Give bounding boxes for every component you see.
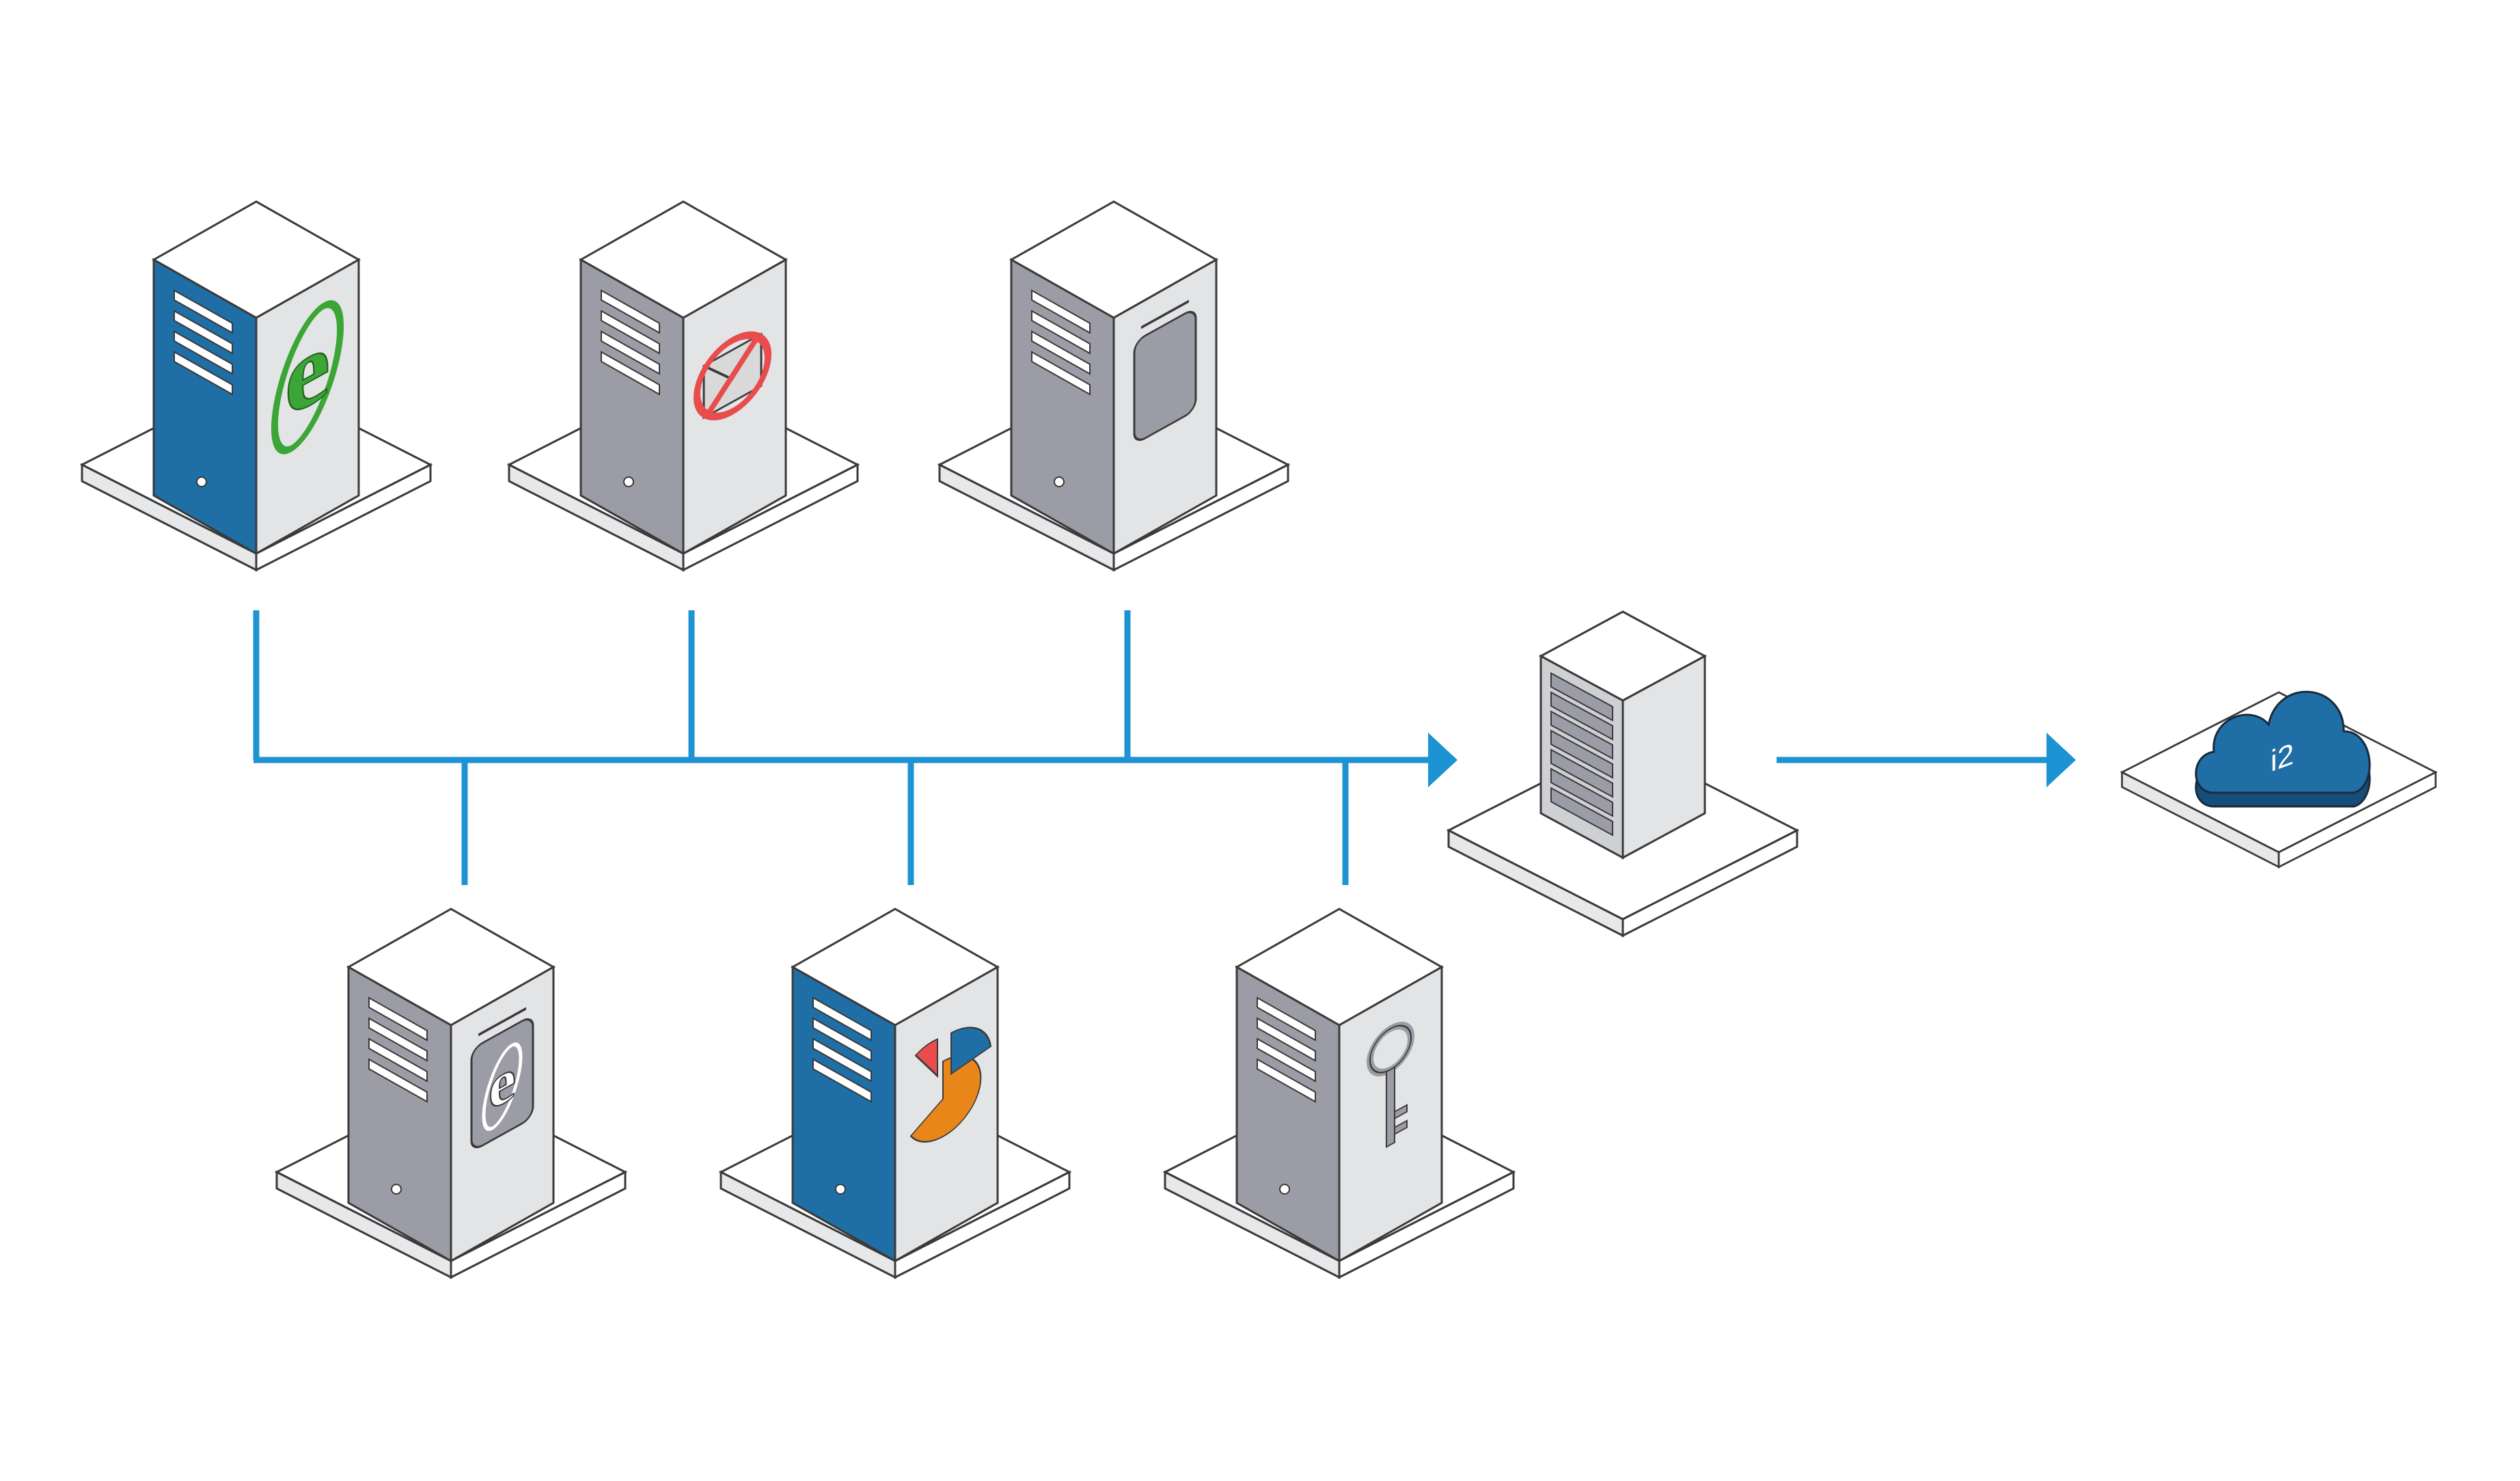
rack-server-icon [1538, 610, 1708, 860]
blocked-mail-server [508, 200, 859, 571]
internet-explorer-icon: e [470, 1007, 534, 1149]
svg-text:e: e [489, 1042, 516, 1125]
blank-panel-icon [1133, 299, 1197, 441]
cloud-icon: i2 [2195, 690, 2371, 808]
arrow-to-rack [1428, 733, 1457, 787]
blank-server [938, 200, 1289, 571]
internet-explorer-icon: e [271, 300, 344, 454]
pie-chart-icon [909, 1027, 992, 1143]
security-server [1164, 908, 1515, 1279]
connector-lines [253, 610, 2050, 885]
arrow-to-cloud [2046, 733, 2076, 787]
i2-cloud: i2 [2121, 690, 2437, 868]
no-mail-icon [694, 331, 771, 421]
svg-text:e: e [285, 301, 331, 441]
web-browser-server: e [81, 200, 432, 571]
analytics-server [720, 908, 1071, 1279]
legacy-browser-server: e [275, 908, 627, 1279]
rack-server [1447, 610, 1798, 937]
key-icon [1367, 1021, 1414, 1148]
